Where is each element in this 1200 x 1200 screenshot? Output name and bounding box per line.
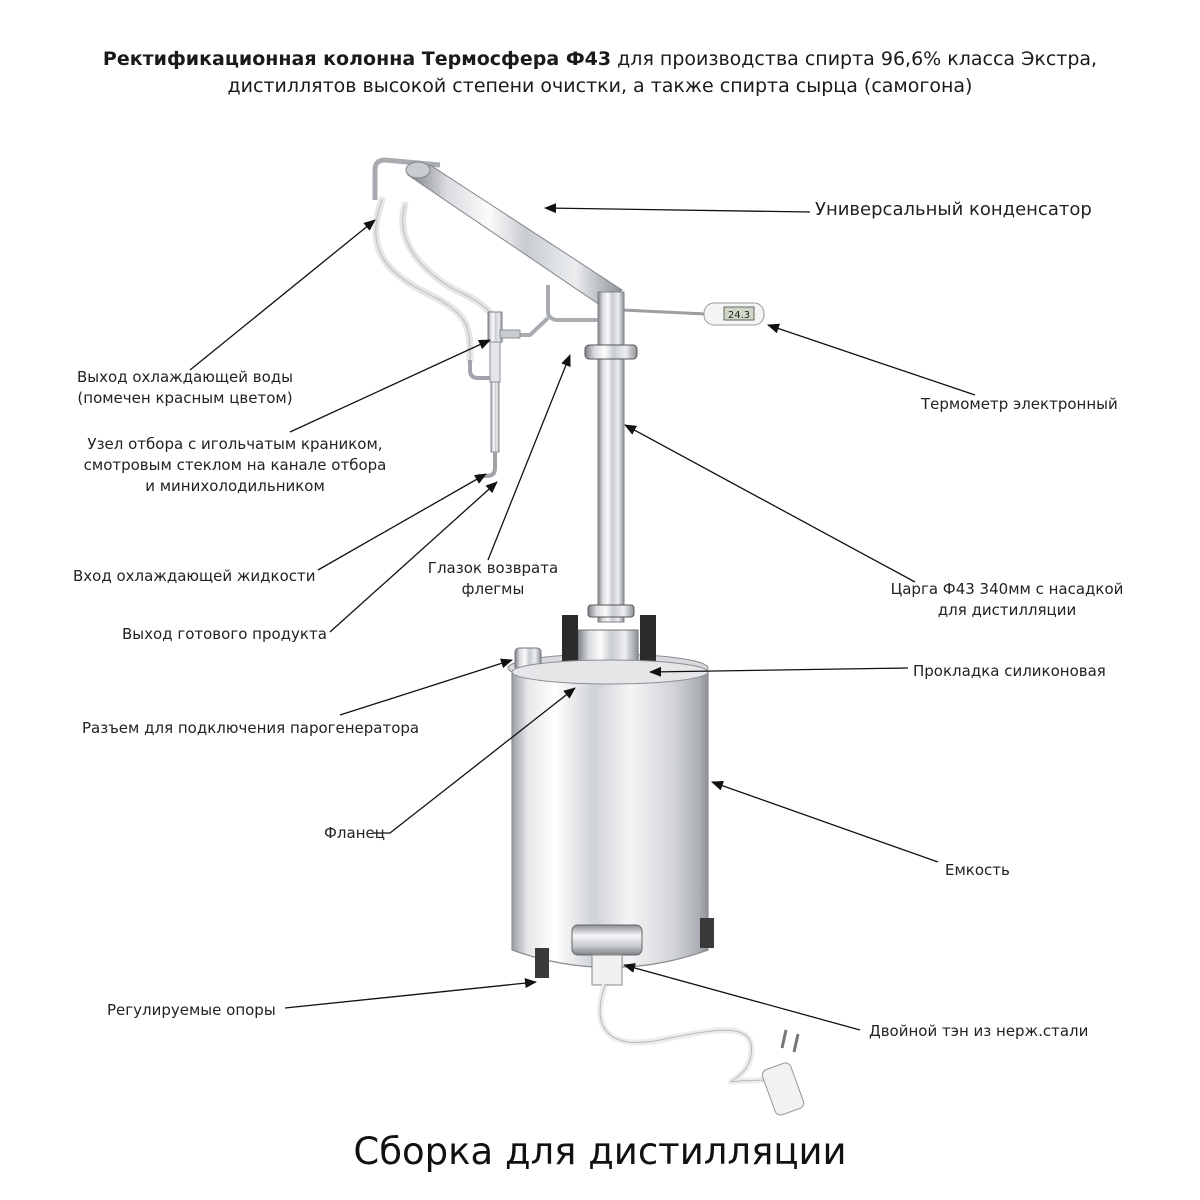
label-tsarga: Царга Ф43 340мм с насадкой для дистилляц… [890,580,1124,619]
arrow-product-out [329,481,498,633]
arrow-tank [711,780,939,863]
column-tsarga [584,291,638,623]
arrow-steam-connector [339,658,513,716]
label-takeoff: Узел отбора с игольчатым краником, смотр… [83,435,387,495]
arrow-heater [623,963,861,1031]
arrow-takeoff [289,339,491,433]
condenser [405,161,623,306]
label-condenser: Универсальный конденсатор [815,199,1092,220]
takeoff-assembly [468,311,521,478]
arrow-reflux-eye [487,354,571,561]
arrow-feet [284,978,537,1009]
header-title-rest: для производства спирта 96,6% класса Экс… [611,48,1098,70]
tank [511,659,714,986]
arrow-gasket [649,666,909,677]
label-reflux-eye: Глазок возврата флегмы [427,559,559,598]
label-tank: Емкость [945,861,1010,879]
label-heater: Двойной тэн из нерж.стали [869,1022,1089,1040]
thermometer-unit: 24.3 [621,302,765,326]
arrow-flange [374,687,576,834]
label-product-out: Выход готового продукта [122,625,327,643]
label-gasket: Прокладка силиконовая [913,662,1106,680]
arrow-condenser [544,203,811,214]
arrow-coolant-in [317,473,487,571]
label-feet: Регулируемые опоры [107,1001,276,1019]
label-water-out: Выход охлаждающей воды (помечен красным … [77,368,293,407]
thermometer-display: 24.3 [728,310,750,321]
outlet-tube [372,157,441,200]
heater-cord [597,984,805,1116]
label-coolant-in: Вход охлаждающей жидкости [73,567,316,585]
arrow-tsarga [624,424,916,583]
header-title-bold: Ректификационная колонна Термосфера Ф43 [102,48,612,70]
arrow-water-out [189,219,376,371]
arrow-thermometer [767,323,976,396]
label-steam-connector: Разъем для подключения парогенератора [82,719,420,737]
footer-caption: Сборка для дистилляции [353,1130,847,1173]
page-header: Ректификационная колонна Термосфера Ф43 … [0,46,1200,100]
leader-arrows [189,203,976,1031]
header-line-1: Ректификационная колонна Термосфера Ф43 … [0,46,1200,73]
label-flange: Фланец [324,824,385,842]
header-line-2: дистиллятов высокой степени очистки, а т… [227,75,973,97]
label-thermometer: Термометр электронный [921,395,1118,413]
